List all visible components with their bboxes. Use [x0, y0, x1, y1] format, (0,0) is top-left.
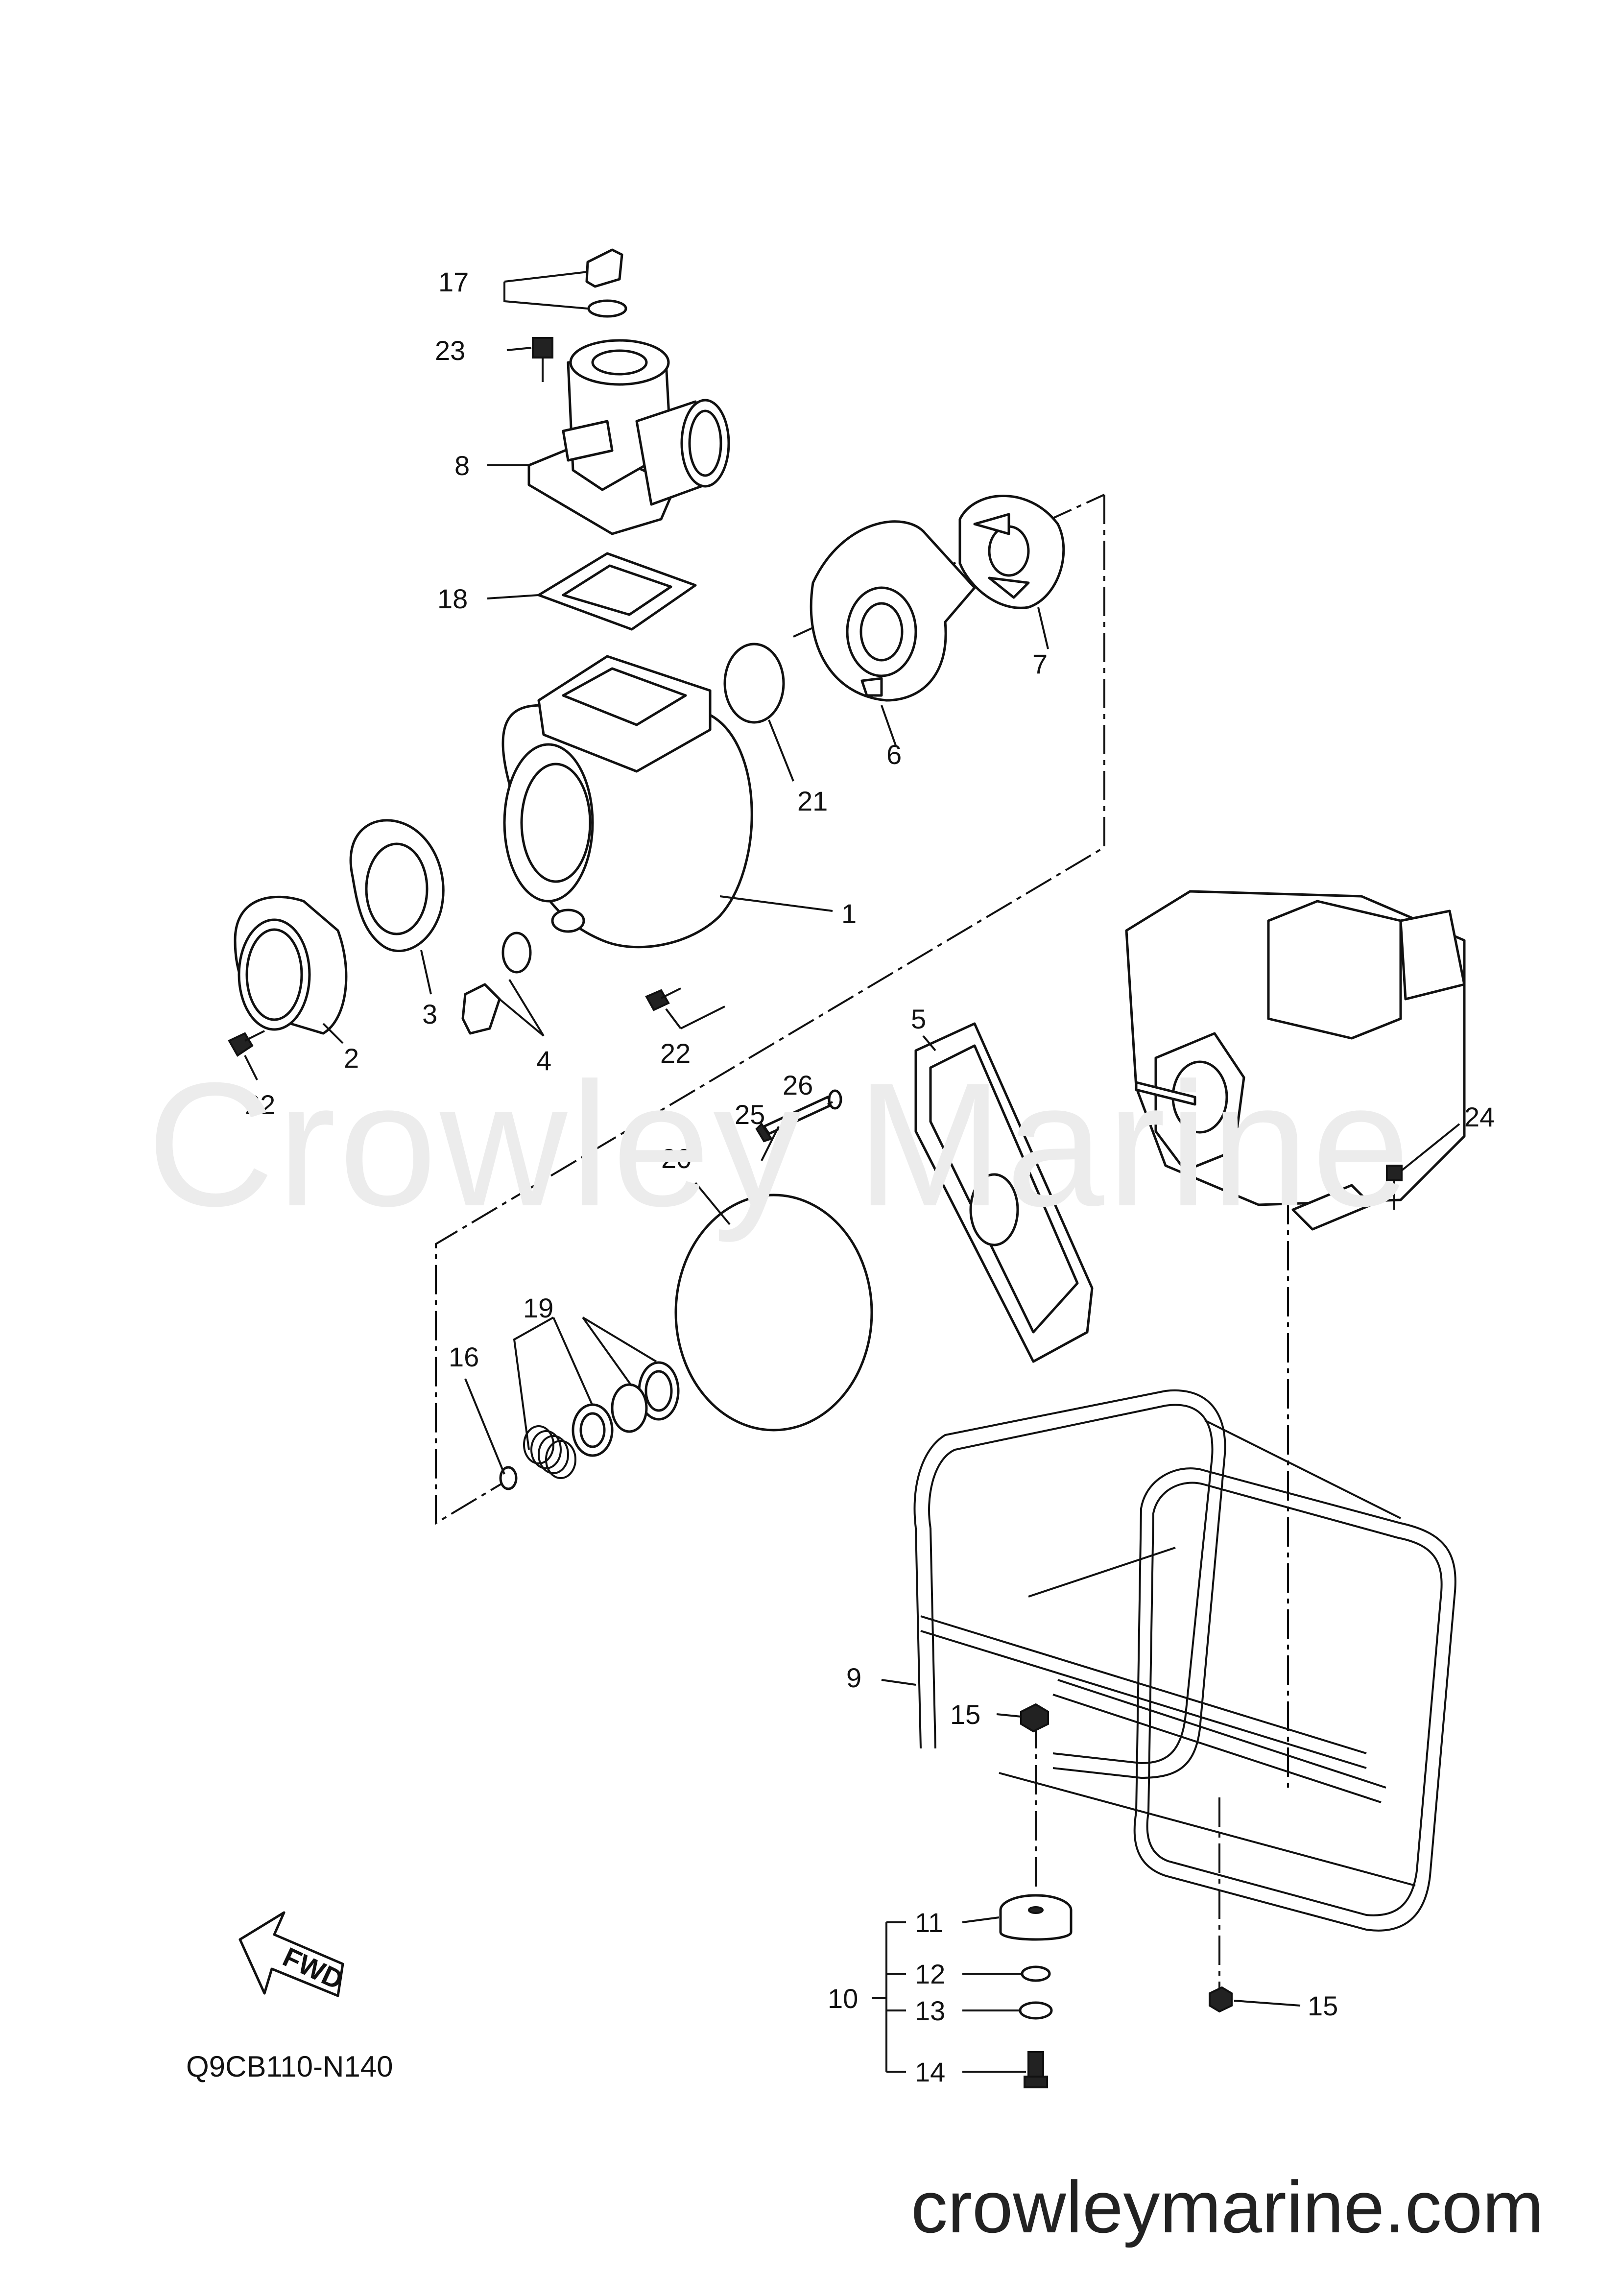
callout-5: 5	[911, 1004, 926, 1034]
adapter-plate	[914, 1022, 1094, 1363]
callout-12: 12	[915, 1959, 945, 1989]
callout-3: 3	[422, 999, 437, 1029]
callout-6: 6	[886, 739, 902, 770]
callout-22-right: 22	[660, 1038, 691, 1069]
suction-gasket	[349, 819, 445, 952]
watermark-text: Crowley Marine	[147, 1046, 1413, 1243]
callout-11: 11	[915, 1907, 943, 1938]
impeller	[958, 495, 1065, 609]
callout-25: 25	[735, 1099, 765, 1130]
diagram-code: Q9CB110-N140	[186, 2050, 393, 2083]
callout-24: 24	[1464, 1101, 1495, 1132]
bolt-24	[1386, 1165, 1403, 1210]
seal-spring	[523, 1425, 576, 1479]
o-ring-20	[674, 1194, 873, 1432]
callout-16: 16	[449, 1341, 479, 1372]
bolt-22-left	[228, 1030, 265, 1057]
washer-26	[828, 1089, 842, 1110]
washer-12	[1021, 1965, 1051, 1982]
o-ring-21	[723, 643, 785, 724]
callout-7: 7	[1032, 648, 1048, 679]
callout-10: 10	[828, 1983, 858, 2014]
nut-15-upper	[1020, 1703, 1049, 1733]
callout-18: 18	[437, 583, 468, 614]
callout-15-upper: 15	[950, 1699, 980, 1730]
engine	[1125, 890, 1466, 1231]
gasket-18	[537, 552, 697, 631]
priming-cap	[585, 248, 627, 318]
callout-20: 20	[661, 1143, 692, 1174]
drain-plug	[461, 932, 532, 1035]
callout-8: 8	[454, 450, 470, 481]
callout-21: 21	[797, 786, 828, 816]
fwd-label: FWD	[278, 1941, 348, 1995]
callout-15-lower: 15	[1308, 1990, 1338, 2021]
callout-1: 1	[841, 898, 857, 929]
callout-14: 14	[915, 2057, 945, 2087]
leader-lines	[244, 271, 1460, 2073]
fwd-arrow: FWD	[239, 1911, 348, 1997]
bolt-22-right	[645, 987, 681, 1011]
callout-17: 17	[438, 266, 469, 297]
mechanical-seal	[572, 1361, 680, 1457]
callout-19: 19	[523, 1292, 553, 1323]
bolt-23	[532, 337, 553, 382]
callout-13: 13	[915, 1995, 945, 2026]
bolt-14	[1024, 2051, 1048, 2088]
callout-26: 26	[783, 1070, 813, 1100]
callout-2: 2	[344, 1043, 359, 1074]
volute-casing	[810, 520, 976, 702]
callout-9: 9	[846, 1662, 861, 1693]
discharge-elbow	[527, 339, 730, 535]
tube-frame	[913, 1389, 1456, 1932]
callout-23: 23	[435, 335, 465, 366]
callout-22-left: 22	[245, 1089, 275, 1120]
rubber-mount	[999, 1894, 1073, 1941]
pump-housing	[501, 655, 753, 949]
callout-labels: 17 23 8 18 7 6 21 1 3 2 4 22 22 5 26 25 …	[245, 266, 1495, 2087]
suction-flange	[234, 895, 348, 1035]
nut-15-lower	[1209, 1986, 1233, 2013]
footer-url: crowleymarine.com	[911, 2166, 1544, 2248]
washer-13	[1019, 2001, 1053, 2020]
callout-4: 4	[536, 1045, 551, 1076]
